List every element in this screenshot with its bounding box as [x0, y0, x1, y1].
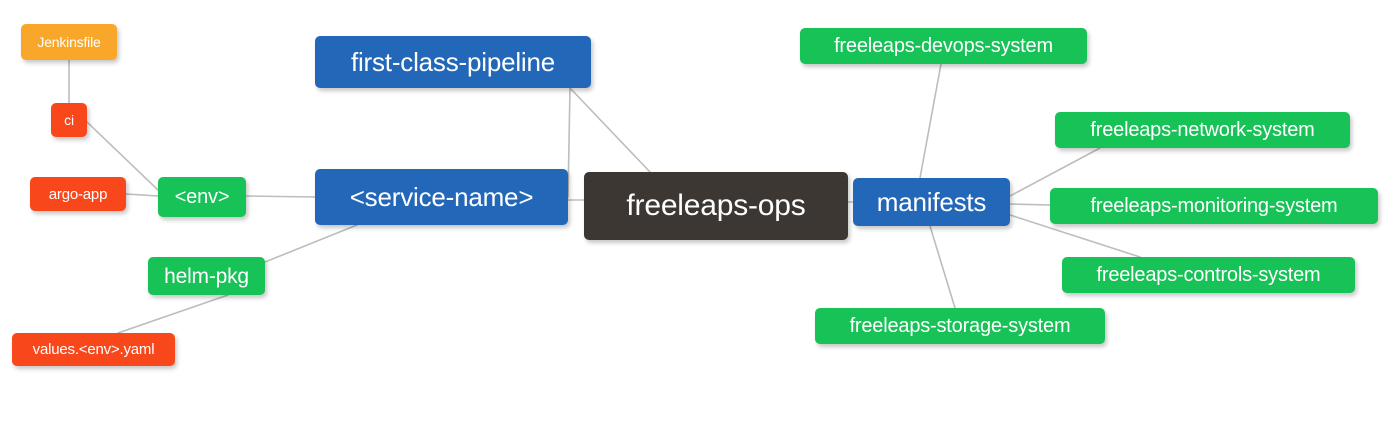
node-freeleaps-ops[interactable]: freeleaps-ops [584, 172, 848, 240]
edge-manifests-to-freeleaps-monitoring-system [1009, 203, 1051, 206]
edge-manifests-to-freeleaps-storage-system [929, 225, 956, 309]
node-manifests[interactable]: manifests [853, 178, 1010, 226]
edge-argo-app-to-env [125, 193, 159, 197]
node-first-class-pipeline[interactable]: first-class-pipeline [315, 36, 591, 88]
edge-service-name-to-helm-pkg [264, 224, 358, 263]
node-values-env-yaml[interactable]: values.<env>.yaml [12, 333, 175, 366]
edge-env-to-service-name [245, 195, 316, 198]
edge-helm-pkg-to-values-env-yaml [117, 294, 229, 334]
node-service-name[interactable]: <service-name> [315, 169, 568, 225]
node-freeleaps-network-system[interactable]: freeleaps-network-system [1055, 112, 1350, 148]
node-jenkinsfile[interactable]: Jenkinsfile [21, 24, 117, 60]
node-freeleaps-monitoring-system[interactable]: freeleaps-monitoring-system [1050, 188, 1378, 224]
node-argo-app[interactable]: argo-app [30, 177, 126, 211]
edge-service-name-to-first-class-pipeline [567, 87, 571, 198]
edge-first-class-pipeline-to-freeleaps-ops [569, 87, 651, 173]
node-freeleaps-devops-system[interactable]: freeleaps-devops-system [800, 28, 1087, 64]
node-freeleaps-storage-system[interactable]: freeleaps-storage-system [815, 308, 1105, 344]
node-helm-pkg[interactable]: helm-pkg [148, 257, 265, 295]
node-freeleaps-controls-system[interactable]: freeleaps-controls-system [1062, 257, 1355, 293]
edge-manifests-to-freeleaps-devops-system [919, 63, 942, 179]
node-env[interactable]: <env> [158, 177, 246, 217]
node-ci[interactable]: ci [51, 103, 87, 137]
